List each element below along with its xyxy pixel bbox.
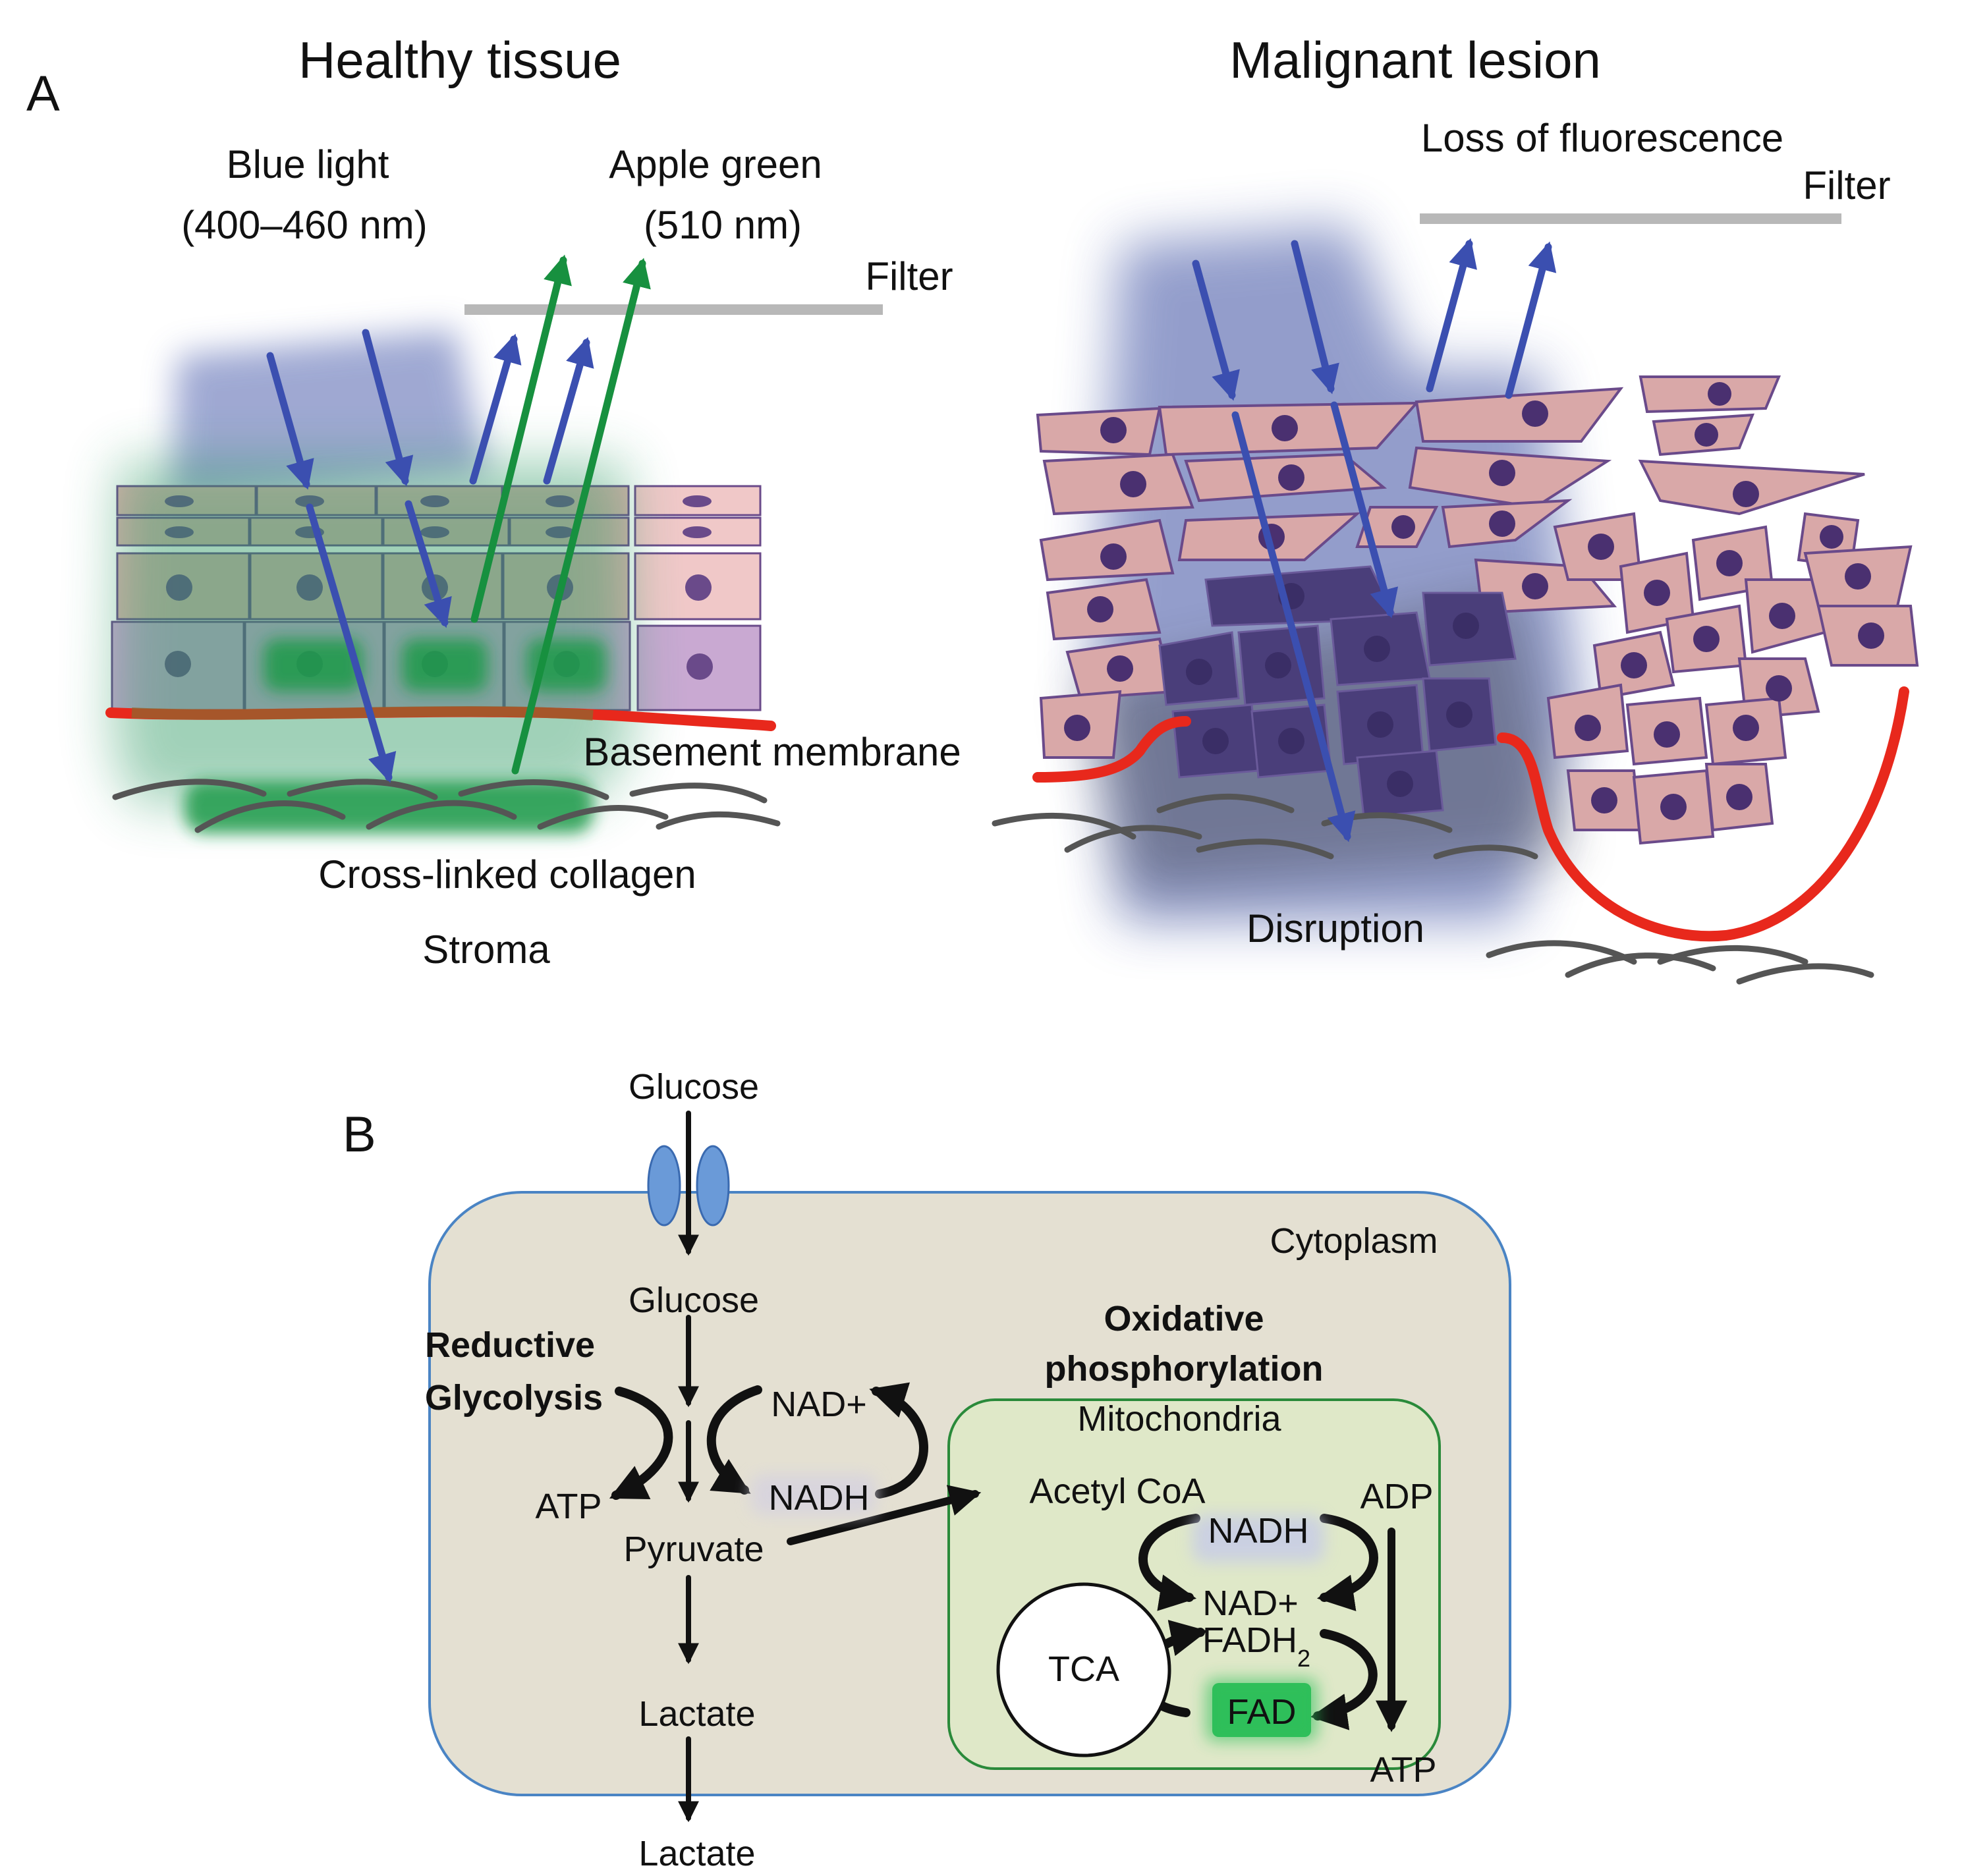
fad-glow: [1206, 1678, 1318, 1742]
nad-plus-mitochondria: NAD+: [1202, 1584, 1299, 1623]
green-fluorescence-glow: [112, 461, 632, 804]
collagen-label: Cross-linked collagen: [318, 852, 696, 897]
apple-green-range: (510 nm): [644, 203, 802, 247]
glucose-transporter-right: [696, 1145, 730, 1227]
excitation-arrows-healthy: [266, 329, 594, 783]
glycolysis-label-2: Glycolysis: [425, 1378, 603, 1418]
filter-label-malignant: Filter: [1803, 163, 1890, 207]
panel-a-label: A: [26, 66, 60, 122]
blue-light-range: (400–460 nm): [181, 203, 428, 247]
atp-mitochondria: ATP: [1370, 1750, 1436, 1790]
blue-arrows-malignant: [1192, 238, 1557, 842]
disruption-label: Disruption: [1247, 906, 1424, 951]
glycolysis-curved-arrows: [609, 1382, 1378, 1730]
nadh-mitochondria: NADH: [1208, 1511, 1308, 1551]
oxphos-label-1: Oxidative: [1104, 1299, 1264, 1338]
nadh-highlight: [1192, 1515, 1324, 1562]
tca-label: TCA: [1048, 1649, 1119, 1689]
glycolysis-label-1: Reductive: [425, 1325, 595, 1365]
panel-b-label: B: [343, 1107, 376, 1163]
lactate-inside-label: Lactate: [638, 1694, 755, 1734]
acetyl-coa-label: Acetyl CoA: [1029, 1472, 1205, 1511]
fad-label: FAD: [1227, 1692, 1296, 1732]
cytoplasm-label: Cytoplasm: [1270, 1221, 1438, 1261]
nad-plus-glycolysis: NAD+: [771, 1385, 867, 1424]
stroma-label: Stroma: [422, 927, 550, 972]
collagen-malignant: [992, 793, 1874, 985]
mitochondria-label: Mitochondria: [1077, 1399, 1281, 1439]
basement-membrane-label: Basement membrane: [583, 730, 961, 774]
disrupted-membrane-right: [1497, 686, 1909, 942]
lactate-outside-label: Lactate: [638, 1834, 755, 1873]
blue-light-label: Blue light: [227, 142, 389, 186]
nadh-glycolysis: NADH: [768, 1478, 869, 1518]
cross-linked-collagen: [112, 779, 781, 833]
healthy-title: Healthy tissue: [298, 31, 621, 89]
filter-label-healthy: Filter: [865, 254, 953, 298]
atp-glycolysis: ATP: [535, 1487, 602, 1526]
malignant-title: Malignant lesion: [1229, 31, 1601, 89]
fad-glow-spots: [184, 639, 606, 833]
glucose-transporter-left: [647, 1145, 681, 1227]
glucose-outside-label: Glucose: [629, 1067, 759, 1107]
fadh2-label: FADH2: [1202, 1620, 1310, 1672]
loss-of-fluorescence-label: Loss of fluorescence: [1421, 116, 1783, 160]
glucose-inside-label: Glucose: [629, 1281, 759, 1320]
oxphos-label-2: phosphorylation: [1045, 1349, 1324, 1389]
emission-arrows-healthy: [470, 254, 651, 775]
adp-label: ADP: [1360, 1477, 1433, 1516]
pathway-arrows: [678, 1111, 1407, 1823]
disrupted-membrane-left: [1032, 716, 1191, 783]
malignant-lesion-diagram: [992, 213, 1919, 985]
pyruvate-label: Pyruvate: [623, 1530, 764, 1569]
apple-green-label: Apple green: [609, 142, 822, 186]
tca-cycle-circle: [996, 1582, 1171, 1757]
basement-membrane-overlay: [131, 705, 594, 721]
malignant-nuclei: [1064, 382, 1884, 820]
nadh-glyc-highlight: [751, 1474, 876, 1515]
healthy-tissue-diagram: [105, 254, 883, 833]
metabolism-diagram: [428, 1111, 1511, 1823]
